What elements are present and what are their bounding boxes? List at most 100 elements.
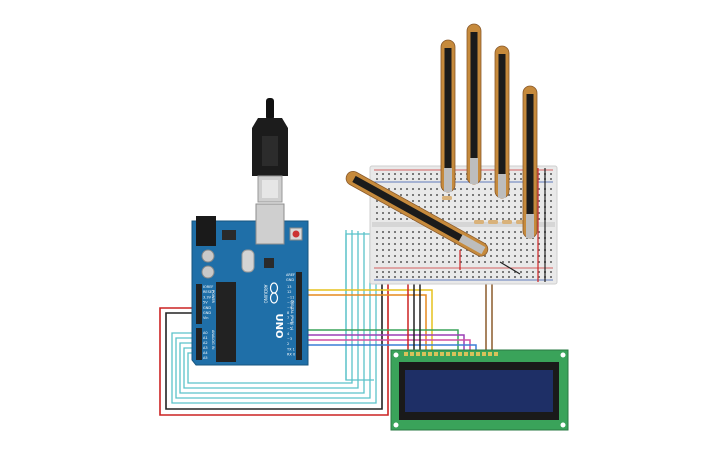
breadboard-hole (442, 206, 444, 208)
breadboard-hole (442, 212, 444, 214)
breadboard-hole (448, 200, 450, 202)
breadboard-hole (400, 173, 402, 175)
breadboard-hole (400, 194, 402, 196)
breadboard-hole (508, 276, 510, 278)
breadboard-hole (484, 206, 486, 208)
breadboard-hole (508, 194, 510, 196)
breadboard-hole (466, 261, 468, 263)
breadboard-hole (550, 206, 552, 208)
breadboard-hole (514, 178, 516, 180)
breadboard-hole (496, 255, 498, 257)
breadboard-hole (478, 231, 480, 233)
breadboard-hole (460, 249, 462, 251)
breadboard-hole (376, 178, 378, 180)
wire-a1-cyan (175, 233, 371, 399)
breadboard-hole (496, 276, 498, 278)
breadboard-hole (394, 243, 396, 245)
breadboard-hole (448, 194, 450, 196)
breadboard-hole (436, 200, 438, 202)
lcd-pin (410, 352, 414, 356)
analog-pin-label: A1 (203, 336, 208, 340)
breadboard-hole (418, 173, 420, 175)
breadboard-hole (448, 206, 450, 208)
breadboard-hole (514, 255, 516, 257)
breadboard-hole (424, 276, 426, 278)
breadboard-hole (514, 194, 516, 196)
breadboard-hole (520, 249, 522, 251)
wire-d11-orange (301, 294, 427, 352)
breadboard-hole (514, 212, 516, 214)
breadboard-hole (460, 200, 462, 202)
breadboard-hole (466, 212, 468, 214)
breadboard-hole (538, 206, 540, 208)
breadboard-hole (508, 218, 510, 220)
breadboard-hole (526, 261, 528, 263)
digital-pin-label: ~9 (287, 306, 292, 310)
lcd-pin (446, 352, 450, 356)
breadboard-hole (538, 200, 540, 202)
breadboard-hole (400, 231, 402, 233)
digital-header (296, 272, 302, 360)
resistor (502, 220, 512, 224)
breadboard-hole (508, 271, 510, 273)
breadboard-hole (484, 231, 486, 233)
breadboard-hole (490, 255, 492, 257)
breadboard-hole (394, 188, 396, 190)
breadboard-hole (478, 276, 480, 278)
digital-pin-label: ~5 (287, 327, 292, 331)
breadboard-hole (538, 271, 540, 273)
breadboard-hole (490, 243, 492, 245)
breadboard-hole (502, 249, 504, 251)
digital-pin-label: 7 (287, 316, 289, 320)
breadboard-hole (394, 261, 396, 263)
breadboard-hole (550, 271, 552, 273)
breadboard-hole (520, 231, 522, 233)
breadboard-hole (400, 243, 402, 245)
breadboard-hole (514, 188, 516, 190)
breadboard-hole (538, 261, 540, 263)
breadboard-hole (406, 243, 408, 245)
breadboard-hole (496, 271, 498, 273)
breadboard-hole (442, 261, 444, 263)
breadboard-hole (376, 200, 378, 202)
breadboard-hole (508, 200, 510, 202)
breadboard-hole (472, 271, 474, 273)
breadboard-hole (520, 194, 522, 196)
breadboard-hole (454, 243, 456, 245)
digital-pin-label: ~6 (287, 321, 292, 325)
breadboard-hole (478, 237, 480, 239)
arduino-uno: UNO ARDUINO DIGITAL (PWM ~) POWER ANALOG… (191, 98, 309, 366)
breadboard-hole (490, 212, 492, 214)
breadboard-hole (394, 173, 396, 175)
breadboard-hole (412, 243, 414, 245)
breadboard-hole (484, 178, 486, 180)
breadboard-hole (376, 261, 378, 263)
breadboard-hole (508, 237, 510, 239)
breadboard-hole (406, 255, 408, 257)
breadboard-hole (484, 194, 486, 196)
breadboard-hole (490, 173, 492, 175)
breadboard-hole (478, 206, 480, 208)
breadboard-hole (388, 206, 390, 208)
breadboard-hole (508, 249, 510, 251)
digital-pin-label: 2 (287, 342, 289, 346)
digital-pin-label: ~10 (287, 301, 294, 305)
lcd-pin (476, 352, 480, 356)
breadboard-hole (538, 188, 540, 190)
breadboard-hole (382, 276, 384, 278)
breadboard-hole (412, 249, 414, 251)
breadboard-hole (430, 188, 432, 190)
breadboard-hole (412, 188, 414, 190)
breadboard-hole (406, 249, 408, 251)
breadboard-hole (448, 276, 450, 278)
breadboard-hole (394, 249, 396, 251)
power-pin-label: 3.3V (203, 295, 212, 299)
breadboard-hole (430, 206, 432, 208)
breadboard-hole (502, 243, 504, 245)
breadboard-hole (382, 261, 384, 263)
breadboard-hole (382, 212, 384, 214)
breadboard-hole (520, 212, 522, 214)
breadboard-hole (388, 237, 390, 239)
